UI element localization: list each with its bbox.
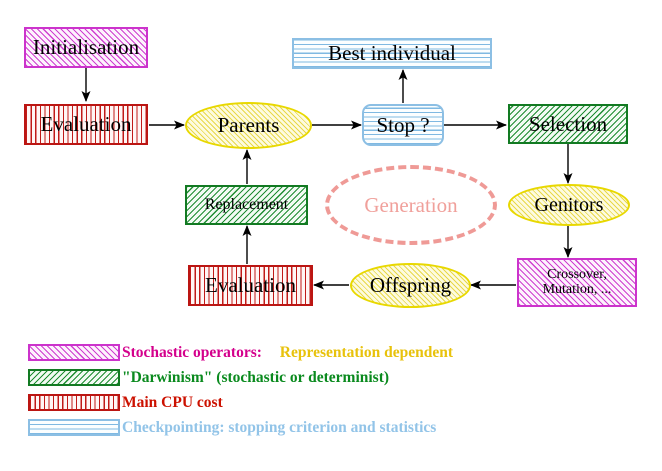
legend-swatch-stochastic-operators [28,344,120,361]
node-best-individual-label: Best individual [328,41,456,66]
node-stop-label: Stop ? [376,112,430,137]
node-offspring[interactable]: Offspring [350,263,471,308]
node-selection[interactable]: Selection [508,104,628,144]
node-replacement-label: Replacement [204,195,289,213]
legend-swatch-darwinism [28,369,120,386]
node-crossover-mutation[interactable]: Crossover, Mutation, ... [517,258,637,307]
node-crossover-line2: Mutation, ... [542,281,612,297]
legend-row: Checkpointing: stopping criterion and st… [0,415,662,440]
node-offspring-label: Offspring [369,273,452,297]
legend-accent-representation-dependent: Representation dependent [279,343,454,361]
legend-row: Stochastic operators: Representation dep… [0,340,662,365]
node-initialisation-label: Initialisation [32,35,140,60]
node-generation-label: Generation [364,192,458,217]
legend-swatch-checkpointing [28,419,120,436]
node-best-individual[interactable]: Best individual [292,38,492,69]
legend-label-darwinism: "Darwinism" (stochastic or determinist) [122,368,390,386]
node-evaluation-bottom[interactable]: Evaluation [188,265,313,306]
legend-label-checkpointing: Checkpointing: stopping criterion and st… [122,418,437,436]
legend-row: Main CPU cost [0,390,662,415]
legend-row: "Darwinism" (stochastic or determinist) [0,365,662,390]
node-genitors-label: Genitors [534,193,604,216]
node-initialisation[interactable]: Initialisation [24,27,148,68]
legend-swatch-main-cpu-cost [28,394,120,411]
node-stop[interactable]: Stop ? [362,104,444,146]
legend-label-stochastic-operators: Stochastic operators: Representation dep… [122,344,453,362]
node-evaluation-top[interactable]: Evaluation [24,104,148,145]
legend-label-text: Stochastic operators: [122,343,262,361]
node-evaluation-top-label: Evaluation [40,112,132,137]
node-genitors[interactable]: Genitors [508,184,630,226]
node-crossover-line1: Crossover, [547,266,607,282]
node-selection-label: Selection [528,111,608,136]
legend-label-main-cpu-cost: Main CPU cost [122,393,223,411]
node-parents[interactable]: Parents [185,102,312,149]
node-generation: Generation [325,165,497,245]
node-replacement[interactable]: Replacement [185,185,308,225]
node-parents-label: Parents [217,113,280,137]
node-evaluation-bottom-label: Evaluation [205,273,296,298]
legend: Stochastic operators: Representation dep… [0,340,662,440]
